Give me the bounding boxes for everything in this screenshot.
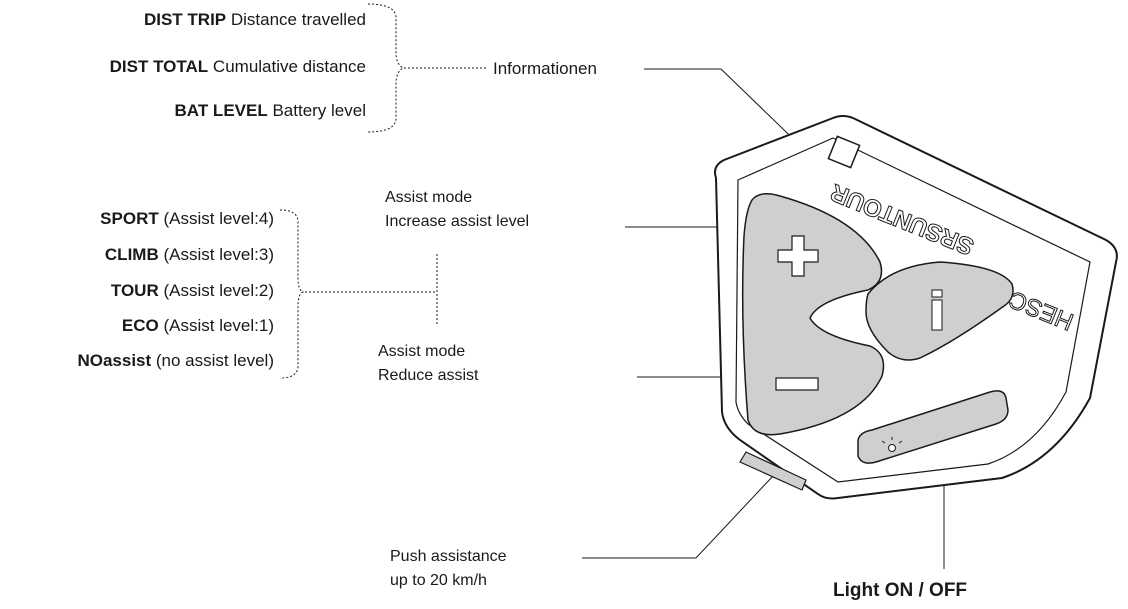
light-on-off-label: Light ON / OFF — [833, 580, 968, 601]
light-button — [857, 390, 1009, 464]
info-code: DIST TRIP — [143, 10, 227, 29]
informationen-label: Informationen — [493, 59, 597, 78]
assist-desc: (no assist level) — [155, 351, 274, 370]
info-code: BAT LEVEL — [174, 101, 268, 120]
assist-code: ECO — [121, 316, 159, 335]
info-code: DIST TOTAL — [109, 57, 209, 76]
info-item-bat-level: BAT LEVEL Battery level — [175, 101, 366, 121]
assist-code: CLIMB — [104, 245, 159, 264]
callout-line: Assist mode — [385, 189, 473, 206]
info-bracket — [367, 3, 405, 133]
push-assist-button — [739, 451, 807, 491]
callout-line: Assist mode — [378, 343, 466, 360]
assist-level-climb: CLIMB (Assist level:3) — [105, 245, 274, 265]
info-item-dist-total: DIST TOTAL Cumulative distance — [110, 57, 366, 77]
light-bulb-icon[interactable] — [881, 437, 903, 452]
assist-code: SPORT — [100, 209, 159, 228]
assist-desc: (Assist level:4) — [163, 209, 274, 228]
increase-assist-callout: Assist mode Increase assist level — [385, 186, 529, 234]
device-inner-edge — [735, 137, 1091, 483]
push-leader — [582, 475, 774, 559]
callout-line: Increase assist level — [385, 213, 530, 230]
logo-square — [827, 135, 861, 169]
info-item-dist-trip: DIST TRIP Distance travelled — [144, 10, 366, 30]
callout-line: Reduce assist — [378, 367, 479, 384]
info-desc: Distance travelled — [230, 10, 366, 29]
info-icon[interactable] — [931, 289, 943, 331]
assist-code: NOassist — [77, 351, 152, 370]
assist-level-eco: ECO (Assist level:1) — [122, 316, 274, 336]
assist-level-tour: TOUR (Assist level:2) — [111, 281, 274, 301]
plus-icon[interactable] — [777, 235, 819, 277]
assist-desc: (Assist level:2) — [163, 281, 274, 300]
callout-line: up to 20 km/h — [390, 572, 487, 589]
push-assistance-callout: Push assistance up to 20 km/h — [390, 545, 507, 593]
minus-icon[interactable] — [775, 377, 819, 391]
info-desc: Battery level — [272, 101, 366, 120]
info-desc: Cumulative distance — [212, 57, 366, 76]
assist-desc: (Assist level:1) — [163, 316, 274, 335]
reduce-assist-callout: Assist mode Reduce assist — [378, 340, 479, 388]
assist-level-sport: SPORT (Assist level:4) — [100, 209, 274, 229]
assist-code: TOUR — [110, 281, 159, 300]
assist-desc: (Assist level:3) — [163, 245, 274, 264]
assist-level-noassist: NOassist (no assist level) — [77, 351, 274, 371]
assist-bracket — [279, 209, 305, 379]
callout-line: Push assistance — [390, 548, 507, 565]
